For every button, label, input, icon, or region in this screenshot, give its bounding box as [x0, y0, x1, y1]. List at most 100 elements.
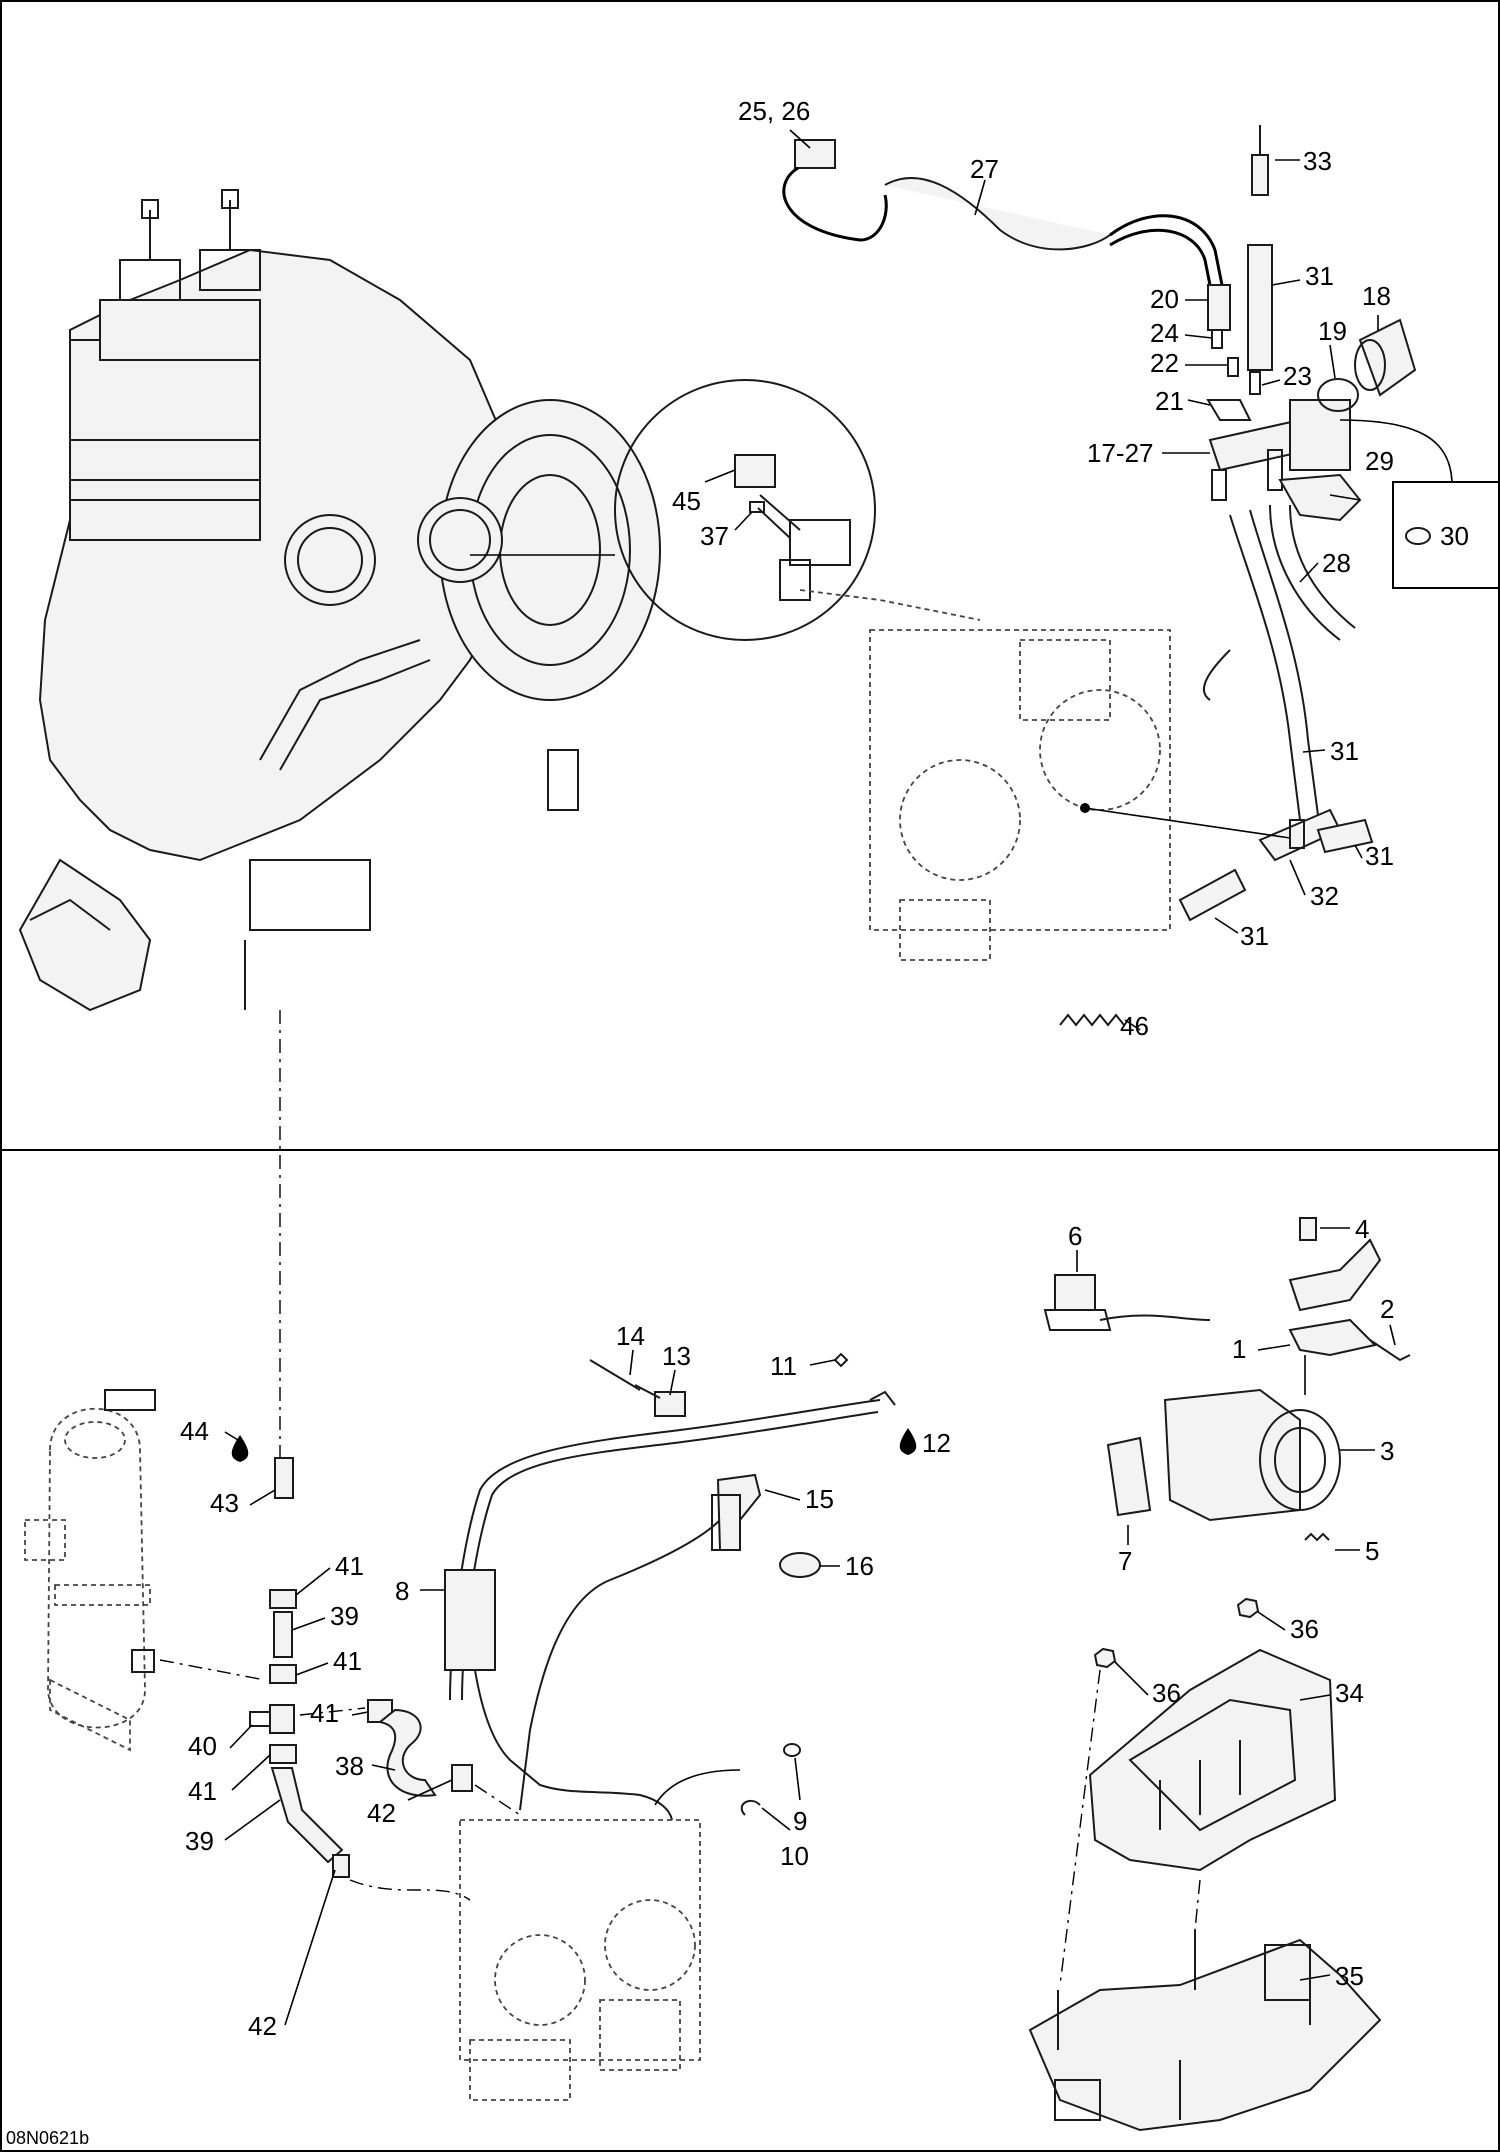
callout-41-d: 41: [188, 1776, 217, 1806]
leader-43: [249, 1489, 276, 1506]
callout-38: 38: [335, 1751, 364, 1781]
leader-1: [1257, 1344, 1291, 1351]
leader-39a: [291, 1617, 326, 1631]
callout-41-c: 41: [310, 1698, 339, 1728]
spring-5: [1304, 1532, 1330, 1542]
callout-24: 24: [1150, 318, 1179, 348]
screw-4: [1299, 1217, 1317, 1241]
oil-drop-icon: [899, 1428, 917, 1455]
leader-40: [229, 1724, 253, 1749]
cap-18: [1354, 318, 1417, 397]
routing-line-banjo: [299, 1707, 366, 1716]
routing-line-airbox-left: [1059, 1669, 1101, 1986]
hose-to-carb: [1203, 649, 1231, 701]
cable-end-13-14: [589, 1359, 686, 1417]
leader-21: [1187, 399, 1211, 406]
base-plate-35: [1028, 1930, 1382, 2132]
callout-14: 14: [616, 1321, 645, 1351]
connection-dot: [1080, 803, 1090, 813]
hose-31-top: [1247, 244, 1273, 371]
callout-45: 45: [672, 486, 701, 516]
callout-33: 33: [1303, 146, 1332, 176]
banjo-40: [249, 1704, 295, 1734]
hose-39-b: [270, 1767, 344, 1864]
leader-36a: [1114, 1661, 1149, 1696]
plug-23: [1249, 371, 1261, 395]
washer-21: [1206, 399, 1252, 421]
carb-arrow-leader: [654, 1769, 741, 1806]
callout-11: 11: [770, 1351, 797, 1381]
spring-46: [1059, 1013, 1125, 1027]
throttle-sensor-6: [1043, 1274, 1211, 1331]
routing-line-to-carb: [474, 1784, 521, 1816]
routing-line-airbox-mid: [1194, 1879, 1201, 1931]
callout-23: 23: [1283, 361, 1312, 391]
callout-19: 19: [1318, 316, 1347, 346]
bleed-fitting-33: [1251, 125, 1269, 196]
leader-19: [1329, 344, 1336, 379]
oil-tank-ghost: [24, 1389, 156, 1752]
callout-27: 27: [970, 154, 999, 184]
throttle-cable-8: [444, 1399, 881, 1821]
leader-34: [1299, 1694, 1331, 1701]
callout-29: 29: [1365, 446, 1394, 476]
callout-9: 9: [793, 1806, 807, 1836]
callout-39-a: 39: [330, 1601, 359, 1631]
leader-36b: [1257, 1611, 1286, 1631]
callout-31-d: 31: [1240, 921, 1269, 951]
hose-31-left: [1178, 868, 1247, 922]
callout-41-a: 41: [335, 1551, 364, 1581]
callout-16: 16: [845, 1551, 874, 1581]
leader-2: [1389, 1324, 1396, 1346]
leader-31b: [1302, 749, 1326, 753]
carburetor-ghost-top: [799, 589, 1171, 961]
callout-3: 3: [1380, 1436, 1394, 1466]
hose-38: [377, 1708, 437, 1797]
clip-29: [1278, 473, 1362, 522]
leader-46: [1124, 1019, 1141, 1031]
clamp-41-a: [269, 1589, 297, 1609]
callout-31-c: 31: [1365, 841, 1394, 871]
leader-38: [371, 1764, 396, 1771]
callout-4: 4: [1355, 1214, 1369, 1244]
leader-42a: [407, 1779, 453, 1801]
leader-29: [1329, 494, 1361, 501]
callout-13: 13: [662, 1341, 691, 1371]
carb-connection-leader: [1084, 807, 1291, 839]
carburetor-ghost-bottom: [459, 1819, 701, 2101]
callout-2: 2: [1380, 1294, 1394, 1324]
callout-43: 43: [210, 1488, 239, 1518]
leader-13: [669, 1369, 676, 1396]
detail-sensor-45: [734, 454, 851, 601]
callout-1: 1: [1232, 1334, 1246, 1364]
o-ring-22: [1227, 357, 1239, 377]
routing-line-oil: [159, 1659, 266, 1681]
screw-37: [749, 501, 791, 539]
leader-24: [1184, 334, 1213, 339]
callout-35: 35: [1335, 1961, 1364, 1991]
callout-21: 21: [1155, 386, 1184, 416]
callout-15: 15: [805, 1484, 834, 1514]
detail-magnifier-circle: [614, 379, 876, 641]
inset-box-30: [1392, 481, 1500, 589]
callout-41-b: 41: [333, 1646, 362, 1676]
leader-10: [761, 1807, 791, 1831]
drawing-code: 08N0621b: [6, 2128, 89, 2148]
leader-14: [629, 1349, 634, 1376]
hose-28-b: [1289, 504, 1356, 629]
clamp-41-c: [269, 1744, 297, 1764]
tee-housing-17-27: [1208, 399, 1351, 501]
inset-leader: [1339, 419, 1453, 483]
nut-16: [779, 1552, 821, 1578]
leader-2526: [789, 129, 811, 149]
pin-24: [1211, 329, 1223, 349]
elbow-42-bottom: [332, 1854, 350, 1878]
leader-41a: [295, 1567, 331, 1596]
washer-9: [783, 1743, 801, 1757]
callout-31-a: 31: [1305, 261, 1334, 291]
leader-28: [1299, 562, 1319, 583]
airbox-34: [1088, 1648, 1337, 1872]
callout-31-b: 31: [1330, 736, 1359, 766]
